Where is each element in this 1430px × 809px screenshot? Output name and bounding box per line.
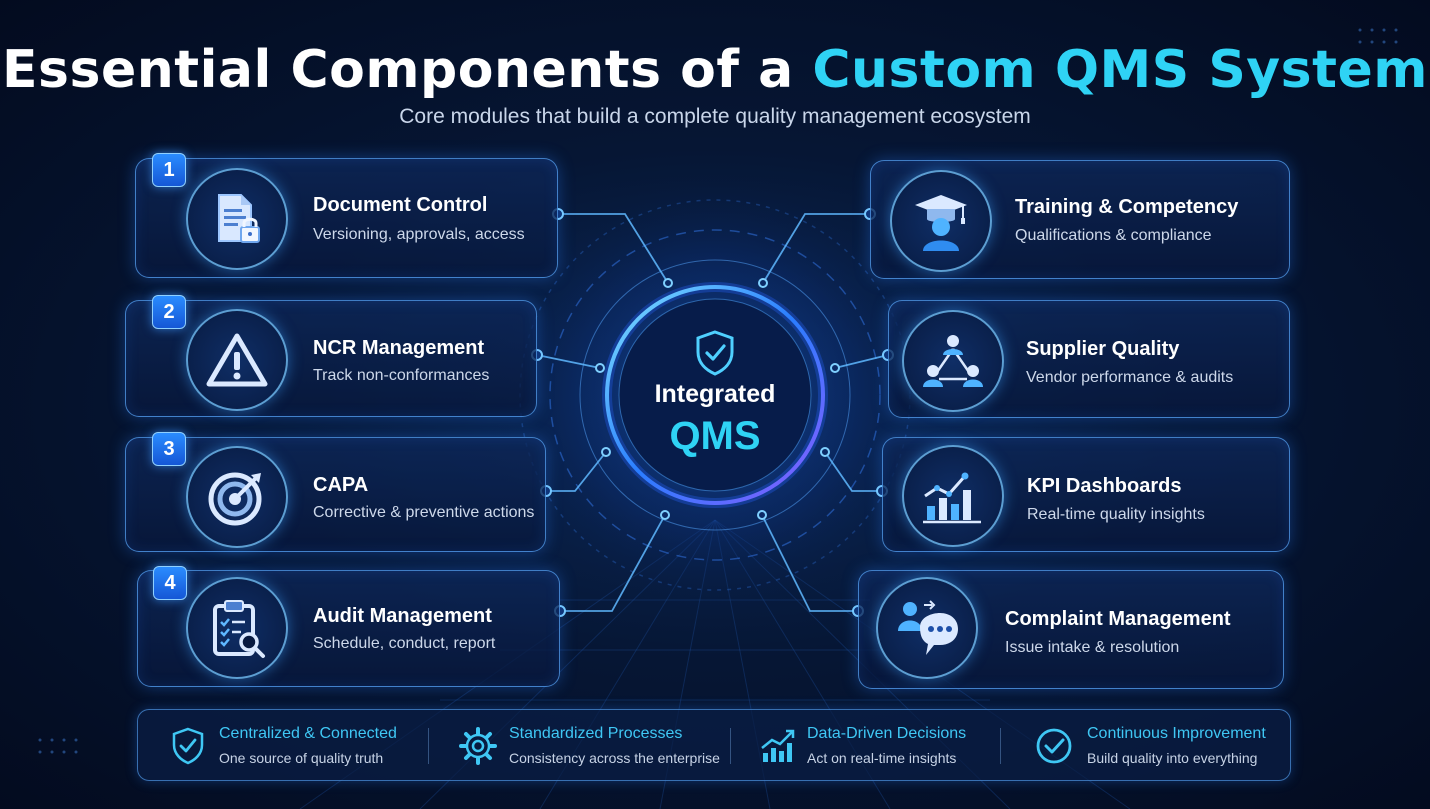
module-title: Training & Competency bbox=[1015, 196, 1239, 218]
feature-subtitle: Consistency across the enterprise bbox=[509, 750, 720, 766]
gear-icon bbox=[459, 727, 497, 765]
feature-title: Centralized & Connected bbox=[219, 725, 397, 742]
module-subtitle: Qualifications & compliance bbox=[1015, 227, 1212, 244]
feature-subtitle: One source of quality truth bbox=[219, 750, 384, 766]
module-subtitle: Schedule, conduct, report bbox=[313, 635, 496, 652]
module-title: KPI Dashboards bbox=[1027, 475, 1182, 497]
module-subtitle: Vendor performance & audits bbox=[1026, 369, 1234, 386]
feature-divider bbox=[730, 728, 731, 764]
module-subtitle: Track non-conformances bbox=[313, 367, 490, 384]
feature-continuous-improvement: Continuous Improvement Build quality int… bbox=[1000, 710, 1290, 782]
module-subtitle: Versioning, approvals, access bbox=[313, 226, 525, 243]
target-icon bbox=[186, 446, 288, 548]
feature-divider bbox=[428, 728, 429, 764]
network-people-icon bbox=[902, 310, 1004, 412]
feature-bar: Centralized & Connected One source of qu… bbox=[137, 709, 1291, 781]
module-subtitle: Issue intake & resolution bbox=[1005, 639, 1180, 656]
title-main: Essential Components of a bbox=[2, 40, 813, 100]
hub-shield-icon bbox=[696, 330, 734, 376]
feature-divider bbox=[1000, 728, 1001, 764]
document-lock-icon bbox=[186, 168, 288, 270]
module-badge-3: 3 bbox=[152, 432, 186, 466]
chat-person-icon bbox=[876, 577, 978, 679]
feature-centralized: Centralized & Connected One source of qu… bbox=[138, 710, 428, 782]
shield-check-icon bbox=[172, 727, 204, 765]
feature-title: Continuous Improvement bbox=[1087, 725, 1266, 742]
feature-data-driven: Data-Driven Decisions Act on real-time i… bbox=[730, 710, 1000, 782]
module-subtitle: Corrective & preventive actions bbox=[313, 504, 535, 521]
module-title: NCR Management bbox=[313, 337, 485, 359]
module-badge-4: 4 bbox=[153, 566, 187, 600]
feature-subtitle: Act on real-time insights bbox=[807, 750, 957, 766]
warning-triangle-icon bbox=[186, 309, 288, 411]
module-badge-1: 1 bbox=[152, 153, 186, 187]
page-title: Essential Components of a Custom QMS Sys… bbox=[0, 40, 1430, 100]
page-subtitle: Core modules that build a complete quali… bbox=[399, 105, 1031, 128]
title-accent: Custom QMS System bbox=[812, 40, 1428, 100]
module-title: Complaint Management bbox=[1005, 608, 1231, 630]
module-badge-2: 2 bbox=[152, 295, 186, 329]
module-title: Audit Management bbox=[313, 605, 492, 627]
hub-label-qms: QMS bbox=[669, 414, 761, 458]
graduate-icon bbox=[890, 170, 992, 272]
feature-standardized: Standardized Processes Consistency acros… bbox=[428, 710, 728, 782]
module-title: Supplier Quality bbox=[1026, 338, 1180, 360]
check-circle-icon bbox=[1036, 728, 1072, 764]
module-subtitle: Real-time quality insights bbox=[1027, 506, 1205, 523]
bar-chart-icon bbox=[902, 445, 1004, 547]
module-title: Document Control bbox=[313, 194, 488, 216]
feature-title: Standardized Processes bbox=[509, 725, 683, 742]
module-title: CAPA bbox=[313, 474, 369, 496]
feature-title: Data-Driven Decisions bbox=[807, 725, 967, 742]
trend-chart-icon bbox=[761, 729, 795, 762]
feature-subtitle: Build quality into everything bbox=[1087, 750, 1258, 766]
clipboard-search-icon bbox=[186, 577, 288, 679]
hub-label-integrated: Integrated bbox=[654, 380, 776, 408]
